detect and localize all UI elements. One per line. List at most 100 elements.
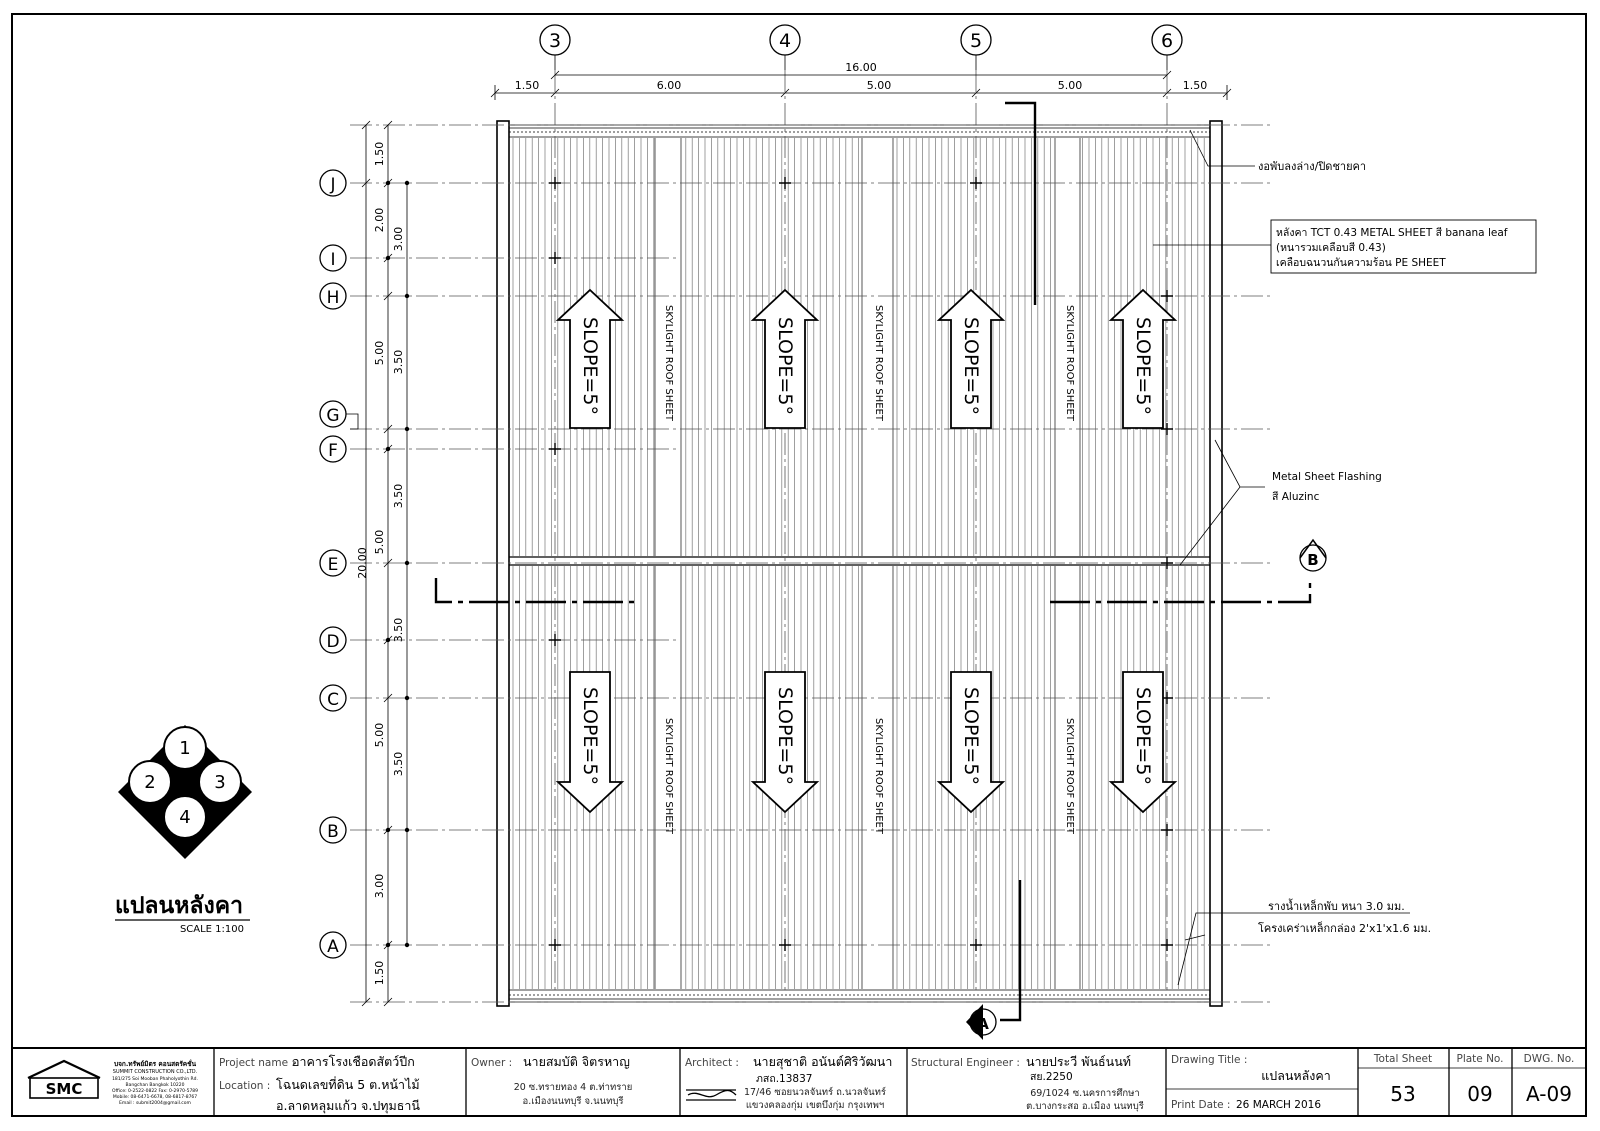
architect-label: Architect : xyxy=(685,1057,739,1069)
note-roof-spec-3: เคลือบฉนวนกันความร้อน PE SHEET xyxy=(1276,256,1446,269)
dim-length-7: 1.50 xyxy=(373,961,386,986)
axis-row-F: F xyxy=(328,441,338,461)
slope-label: SLOPE=5° xyxy=(579,687,601,785)
key-plan-4: 4 xyxy=(179,807,190,828)
dim-width-3: 5.00 xyxy=(867,79,892,92)
slope-label: SLOPE=5° xyxy=(1132,317,1154,415)
plan-title: แปลนหลังคา xyxy=(115,893,243,919)
skylight-label: SKYLIGHT ROOF SHEET xyxy=(1064,718,1075,835)
dim-width-1: 1.50 xyxy=(515,79,540,92)
slope-arrows-lower xyxy=(555,671,1178,814)
axis-row-J: J xyxy=(329,175,335,195)
grid-lines xyxy=(350,70,1270,1003)
axis-row-H: H xyxy=(327,288,340,308)
axis-row-C: C xyxy=(327,690,339,710)
plan-scale: SCALE 1:100 xyxy=(180,924,244,935)
note-flashing-fold: งอพับลงล่าง/ปิดชายคา xyxy=(1258,160,1366,173)
struct-addr-2: ต.บางกระสอ อ.เมือง นนทบุรี xyxy=(1026,1100,1144,1112)
axis-col-5: 5 xyxy=(970,30,982,52)
dim-width-4: 5.00 xyxy=(1058,79,1083,92)
dwg-label: DWG. No. xyxy=(1524,1053,1575,1065)
metal-sheet-ribs xyxy=(512,138,1205,989)
owner-name: นายสมบัติ จิตรหาญ xyxy=(523,1054,630,1069)
key-plan: 1 2 3 4 xyxy=(118,725,252,859)
dim-length-5: 5.00 xyxy=(373,723,386,748)
dim-sub-3: 3.50 xyxy=(392,484,405,509)
project-label: Project name : xyxy=(219,1057,295,1069)
company-name-en: SUMMIT CONSTRUCTION CO.,LTD. xyxy=(113,1069,198,1075)
note-metal-flashing-1: Metal Sheet Flashing xyxy=(1272,471,1382,483)
axis-col-3: 3 xyxy=(549,30,561,52)
dim-sub-2: 3.50 xyxy=(392,350,405,375)
slope-label: SLOPE=5° xyxy=(774,687,796,785)
slope-label: SLOPE=5° xyxy=(579,317,601,415)
key-plan-1: 1 xyxy=(179,738,190,759)
project-value: อาคารโรงเชือดสัตว์ปีก xyxy=(292,1054,415,1069)
struct-label: Structural Engineer : xyxy=(911,1057,1020,1069)
callouts: งอพับลงล่าง/ปิดชายคา หลังคา TCT 0.43 MET… xyxy=(1153,129,1537,986)
company-mobile: Mobile: 08-6471-6678, 08-6817-8767 xyxy=(113,1094,197,1100)
axis-row-D: D xyxy=(326,632,339,652)
section-label-a: A xyxy=(977,1015,989,1033)
architect-addr-2: แขวงคลองกุ่ม เขตบึงกุ่ม กรุงเทพฯ xyxy=(746,1100,884,1111)
drawing-title-label: Drawing Title : xyxy=(1171,1054,1247,1066)
skylight-labels: SKYLIGHT ROOF SHEET SKYLIGHT ROOF SHEET … xyxy=(663,305,1075,835)
dim-overall-width: 16.00 xyxy=(845,61,877,74)
key-plan-3: 3 xyxy=(214,772,225,793)
print-date-value: 26 MARCH 2016 xyxy=(1236,1099,1321,1111)
dim-length-4: 5.00 xyxy=(373,530,386,555)
dim-sub-4: 3.50 xyxy=(392,618,405,643)
drawing-title-value: แปลนหลังคา xyxy=(1261,1068,1331,1083)
company-addr-1: 181/275 Soi Mooban Phaholyothin Rd. xyxy=(112,1076,198,1082)
note-metal-flashing-2: สี Aluzinc xyxy=(1272,490,1320,503)
slope-label: SLOPE=5° xyxy=(1132,687,1154,785)
skylight-label: SKYLIGHT ROOF SHEET xyxy=(873,718,884,835)
roof-outline xyxy=(496,120,1223,1007)
dim-sub-5: 3.50 xyxy=(392,752,405,777)
slope-label: SLOPE=5° xyxy=(960,687,982,785)
dim-length-3: 5.00 xyxy=(373,341,386,366)
slope-labels: SLOPE=5° SLOPE=5° SLOPE=5° SLOPE=5° SLOP… xyxy=(579,317,1154,785)
axis-row-G: G xyxy=(326,406,339,426)
company-name-th: บจก.ทรัพย์มิตร คอนสตรัคชั่น xyxy=(114,1058,197,1068)
dim-width-5: 1.50 xyxy=(1183,79,1208,92)
axis-col-4: 4 xyxy=(779,30,791,52)
note-gutter-1: รางน้ำเหล็กพับ หนา 3.0 มม. xyxy=(1268,898,1405,913)
company-email: Email : submit2004@gmail.com xyxy=(119,1100,191,1106)
section-cut-lines xyxy=(434,101,1312,1022)
slope-label: SLOPE=5° xyxy=(960,317,982,415)
struct-license: สย.2250 xyxy=(1030,1071,1073,1083)
section-marker-a: A xyxy=(966,1004,997,1040)
plate-value: 09 xyxy=(1467,1082,1492,1106)
top-dimensions: 16.00 1.50 6.00 5.00 5.00 1.50 xyxy=(490,61,1232,100)
owner-addr-2: อ.เมืองนนทบุรี จ.นนทบุรี xyxy=(523,1095,624,1107)
skylight-label: SKYLIGHT ROOF SHEET xyxy=(663,305,674,422)
architect-addr-1: 17/46 ซอยนวลจันทร์ ถ.นวลจันทร์ xyxy=(744,1086,886,1098)
axis-row-A: A xyxy=(327,937,339,957)
company-phone: Office: 0-2522-0822 Fax: 0-2970-5789 xyxy=(112,1088,198,1094)
row-axis-bubbles: J I H G F E D C B A xyxy=(319,169,359,959)
skylight-label: SKYLIGHT ROOF SHEET xyxy=(1064,305,1075,422)
axis-col-6: 6 xyxy=(1161,30,1173,52)
left-dimensions: 20.00 1.50 2.00 5.00 5.00 5.00 3.00 1.50… xyxy=(356,120,410,1007)
skylight-label: SKYLIGHT ROOF SHEET xyxy=(663,718,674,835)
dim-overall-length: 20.00 xyxy=(356,547,369,579)
skylight-label: SKYLIGHT ROOF SHEET xyxy=(873,305,884,422)
owner-label: Owner : xyxy=(471,1057,512,1069)
axis-row-B: B xyxy=(327,822,339,842)
plate-label: Plate No. xyxy=(1456,1053,1503,1065)
note-roof-spec-1: หลังคา TCT 0.43 METAL SHEET สี banana le… xyxy=(1276,226,1508,239)
architect-name: นายสุชาติ อนันต์ศิริวัฒนา xyxy=(753,1054,892,1070)
column-markers xyxy=(549,177,1173,951)
owner-addr-1: 20 ซ.ทรายทอง 4 ต.ท่าทราย xyxy=(514,1082,633,1093)
slope-arrows-upper xyxy=(555,288,1178,429)
note-gutter-2: โครงเคร่าเหล็กกล่อง 2'x1'x1.6 มม. xyxy=(1258,921,1431,935)
title-block: SMC บจก.ทรัพย์มิตร คอนสตรัคชั่น SUMMIT C… xyxy=(11,1047,1587,1117)
company-addr-2: Bangchan Bangkok 10220 xyxy=(125,1082,184,1088)
note-roof-spec-2: (หนารวมเคลือบสี 0.43) xyxy=(1276,241,1386,254)
struct-addr-1: 69/1024 ซ.นครการศึกษา xyxy=(1030,1088,1139,1099)
total-sheet-label: Total Sheet xyxy=(1373,1053,1432,1065)
axis-row-I: I xyxy=(330,250,335,270)
axis-row-E: E xyxy=(328,555,339,575)
